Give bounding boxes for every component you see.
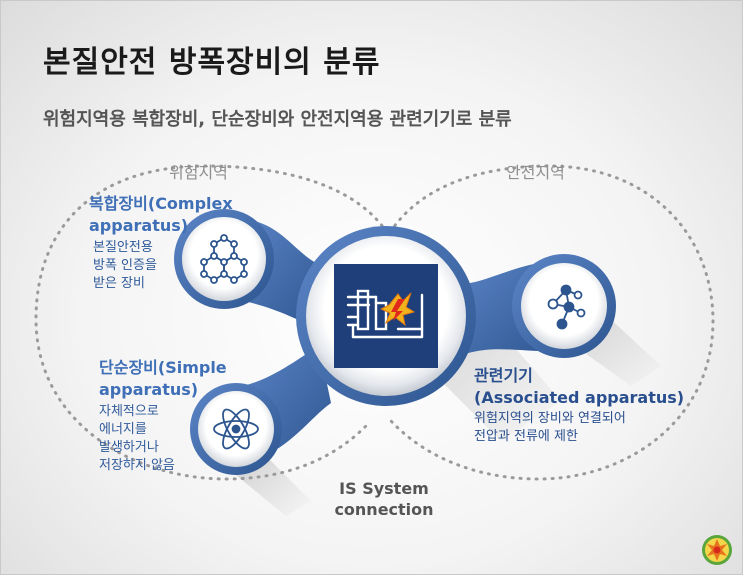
page-subtitle: 위험지역용 복합장비, 단순장비와 안전지역용 관련기기로 분류 [43, 109, 512, 130]
complex-title-line1: 복합장비(Complex [89, 194, 233, 213]
complex-desc-line3: 받은 장비 [93, 276, 145, 291]
complex-desc-line1: 본질안전용 [93, 240, 153, 255]
complex-title-line2: apparatus) [89, 216, 189, 235]
simple-title-line1: 단순장비(Simple [99, 358, 227, 377]
atom-icon [213, 408, 259, 450]
associated-desc-line2: 전압과 전류에 제한 [474, 429, 578, 444]
hazard-zone-outline [34, 164, 393, 481]
simple-desc-line4: 저장하지 않음 [99, 458, 175, 473]
safe-zone-outline [384, 164, 715, 481]
connection-label-line1: IS System [339, 479, 429, 498]
associated-title-line2: (Associated apparatus) [474, 388, 685, 407]
associated-desc-line1: 위험지역의 장비와 연결되어 [474, 411, 626, 426]
complex-desc-line2: 방폭 인증을 [93, 258, 157, 273]
simple-title-line2: apparatus) [99, 380, 199, 399]
page-title: 본질안전 방폭장비의 분류 [43, 45, 381, 80]
simple-desc-line1: 자체적으로 [99, 404, 159, 419]
associated-title-line1: 관련기기 [474, 366, 533, 385]
simple-desc-line3: 발생하거나 [99, 440, 159, 455]
circuit-barrier-icon [346, 289, 424, 339]
molecule-hexagon-icon [200, 234, 248, 284]
safe-zone-label: 안전지역 [506, 163, 565, 182]
node-network-icon [547, 284, 586, 330]
spark-symbol [379, 292, 416, 327]
explosion-badge-icon [702, 535, 732, 565]
simple-desc-line2: 에너지를 [99, 422, 147, 437]
hazard-zone-label: 위험지역 [169, 163, 228, 182]
connection-label-line2: connection [334, 500, 434, 519]
